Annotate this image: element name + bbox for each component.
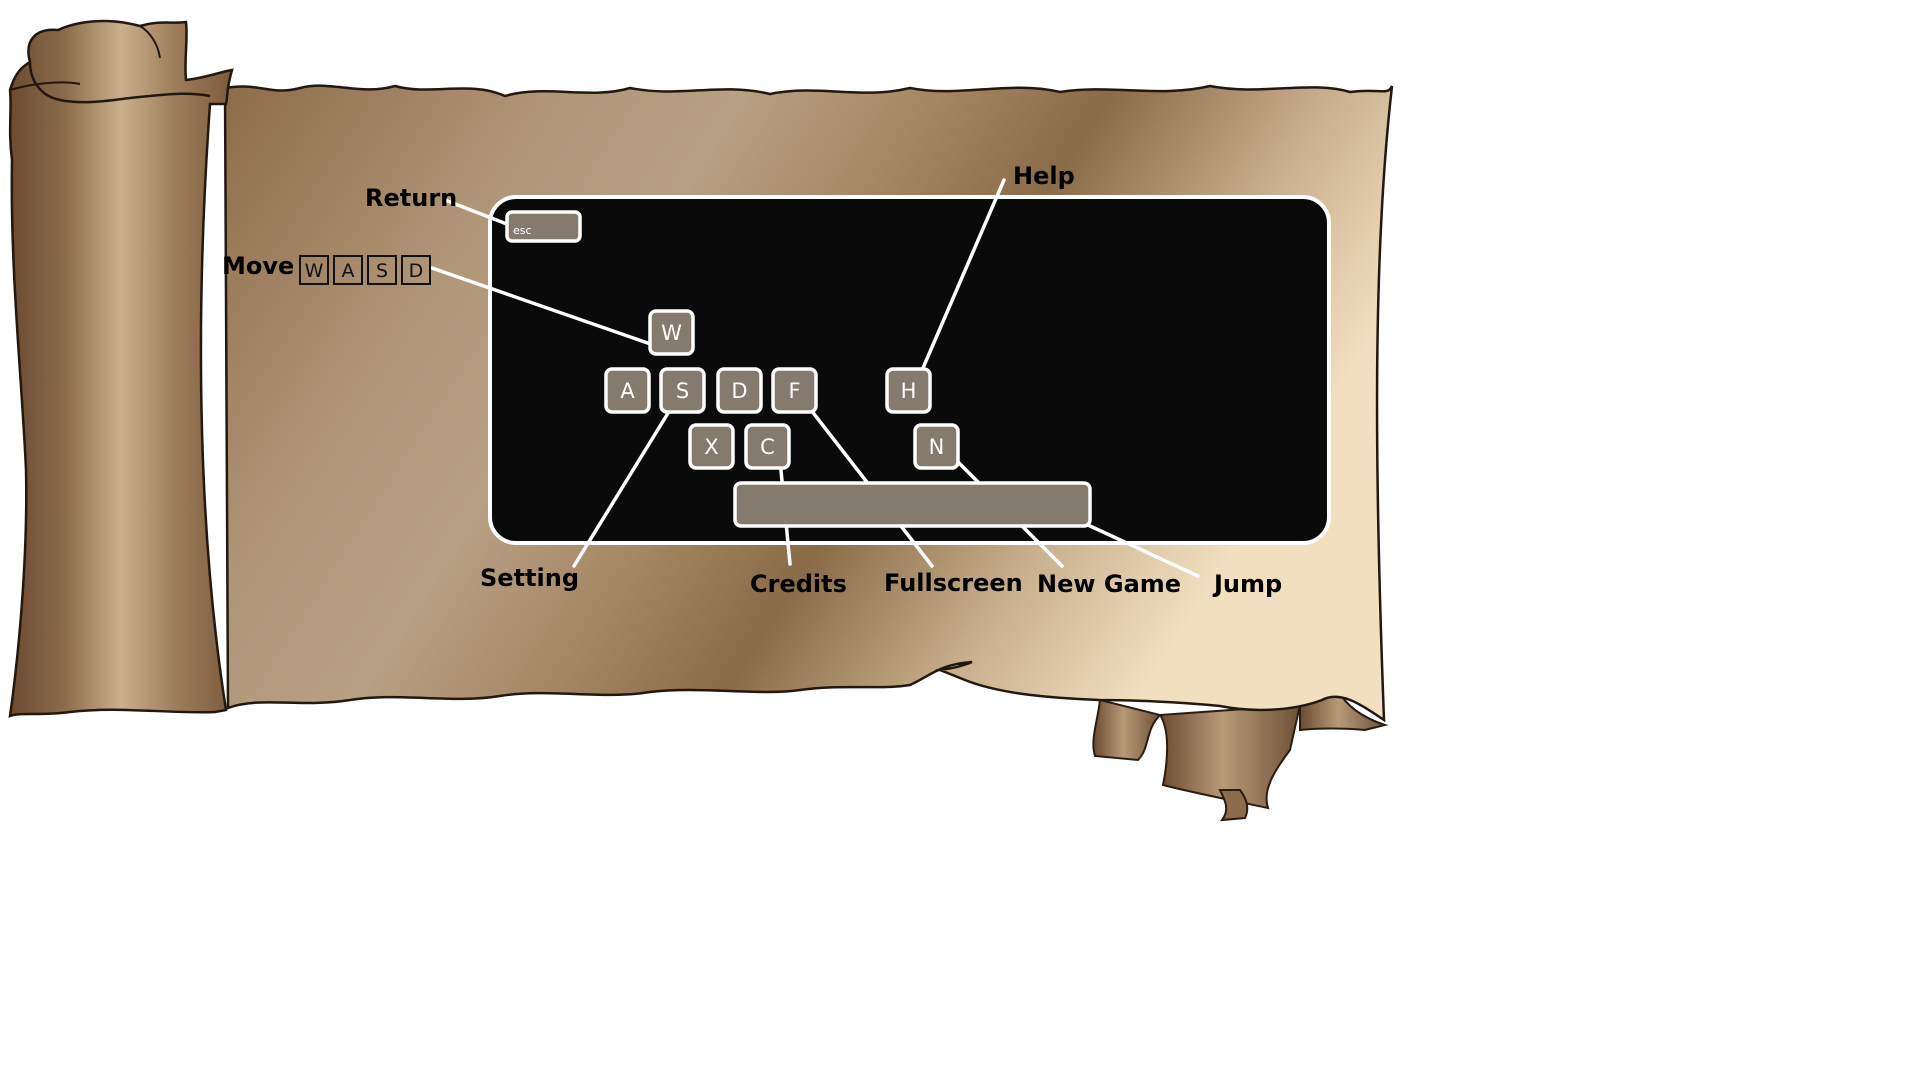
key-a-label: A <box>620 379 635 403</box>
move-key-w: W <box>305 260 324 282</box>
fullscreen-label: Fullscreen <box>884 569 1023 597</box>
key-esc: esc <box>505 210 582 243</box>
key-esc-label: esc <box>513 224 532 237</box>
key-w: W <box>648 309 695 356</box>
help-label: Help <box>1013 162 1075 190</box>
move-key-s: S <box>376 260 388 282</box>
new-game-label: New Game <box>1037 570 1181 598</box>
key-c: C <box>744 423 791 470</box>
scroll-roll <box>8 19 234 718</box>
key-x-label: X <box>704 435 718 459</box>
move-label: Move <box>222 252 294 280</box>
move-key-hints: W A S D <box>299 255 431 285</box>
key-f-label: F <box>788 379 800 403</box>
key-a: A <box>604 367 651 414</box>
key-c-label: C <box>760 435 775 459</box>
move-key-d: D <box>409 260 424 282</box>
key-h: H <box>885 367 932 414</box>
key-s: S <box>659 367 706 414</box>
credits-label: Credits <box>750 570 847 598</box>
key-n-label: N <box>929 435 945 459</box>
key-d-label: D <box>731 379 747 403</box>
move-key-a: A <box>342 260 355 282</box>
return-label: Return <box>365 184 457 212</box>
key-f: F <box>771 367 818 414</box>
key-space <box>733 481 1092 528</box>
key-s-label: S <box>676 379 689 403</box>
key-x: X <box>688 423 735 470</box>
jump-label: Jump <box>1212 570 1282 598</box>
key-h-label: H <box>901 379 917 403</box>
key-w-label: W <box>661 321 682 345</box>
key-d: D <box>716 367 763 414</box>
setting-label: Setting <box>480 564 579 592</box>
key-n: N <box>913 423 960 470</box>
